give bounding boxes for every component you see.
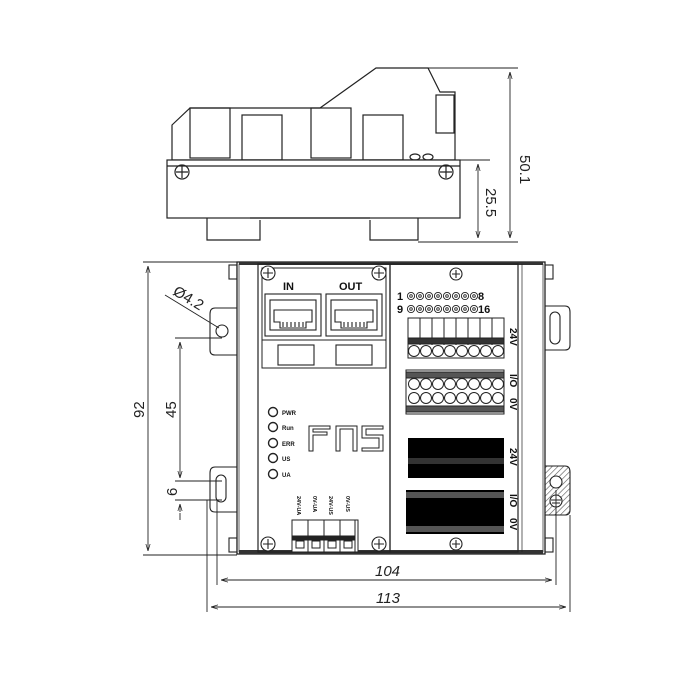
ethernet-ports: [264, 293, 383, 366]
io-label-0v: 0V: [507, 518, 518, 531]
led-label: PWR: [282, 411, 297, 417]
dim-hole-spacing: 45: [163, 401, 180, 418]
screw-icon: [371, 265, 387, 281]
led-label: Run: [282, 426, 294, 432]
io-label-24v: 24V: [507, 448, 518, 466]
io-label-0v: 0V: [507, 398, 518, 411]
screw-icon: [260, 265, 276, 281]
rj45-out-port: [325, 293, 383, 337]
io-row2-end: 16: [478, 304, 490, 316]
side-connector-1: [189, 107, 231, 159]
dim-rail-height: 25.5: [482, 188, 499, 217]
io-label-io: I/O: [507, 374, 518, 388]
led-err-icon: [267, 437, 279, 449]
side-view: [166, 67, 461, 241]
screw-icon: [260, 536, 276, 552]
side-latch: [435, 94, 455, 134]
io-row1-start: 1: [397, 291, 403, 303]
io-terminal-group-1: [405, 317, 505, 415]
led-label: ERR: [282, 442, 295, 448]
side-base: [166, 159, 461, 219]
port-out-label: OUT: [339, 281, 363, 293]
screw-icon: [449, 267, 463, 281]
side-screw-left: [174, 164, 190, 180]
io-label-24v: 24V: [507, 328, 518, 346]
io-row2-start: 9: [397, 304, 403, 316]
dim-height: 92: [131, 401, 148, 418]
power-terminal-label: 24V-UA: [295, 496, 301, 515]
front-dimensions: [143, 261, 571, 612]
power-terminal-label: 24V-US: [327, 496, 333, 515]
led-us-icon: [267, 452, 279, 464]
power-terminal-label: 0V-UA: [311, 496, 317, 512]
side-dimensions: [418, 67, 518, 243]
dim-total-height: 50.1: [516, 155, 533, 184]
power-connector: [291, 519, 359, 553]
io-row1-end: 8: [478, 291, 484, 303]
label-window-left: [277, 344, 315, 366]
dim-slot-width: 6: [164, 488, 181, 496]
side-connector-3: [310, 107, 352, 159]
front-screws: [260, 265, 463, 552]
led-label: UA: [282, 473, 291, 479]
io-label-io: I/O: [507, 494, 518, 508]
port-in-label: IN: [283, 281, 294, 293]
screw-icon: [449, 537, 463, 551]
rj45-in-port: [264, 293, 322, 337]
led-pwr-icon: [267, 406, 279, 418]
ground-hole: [549, 475, 563, 489]
status-leds: [267, 406, 279, 480]
screw-icon: [371, 536, 387, 552]
led-label: US: [282, 457, 290, 463]
mount-slot-right: [549, 311, 561, 345]
mount-slot-left: [215, 474, 227, 503]
dim-inner-width: 104: [375, 563, 400, 580]
fas-logo: [308, 425, 384, 452]
label-window-right: [335, 344, 373, 366]
side-screw-right: [438, 164, 454, 180]
io-indicator-leds: [406, 291, 479, 314]
dim-outer-width: 113: [376, 590, 401, 607]
led-run-icon: [267, 421, 279, 433]
led-ua-icon: [267, 468, 279, 480]
power-terminal-label: 0V-US: [344, 496, 350, 512]
